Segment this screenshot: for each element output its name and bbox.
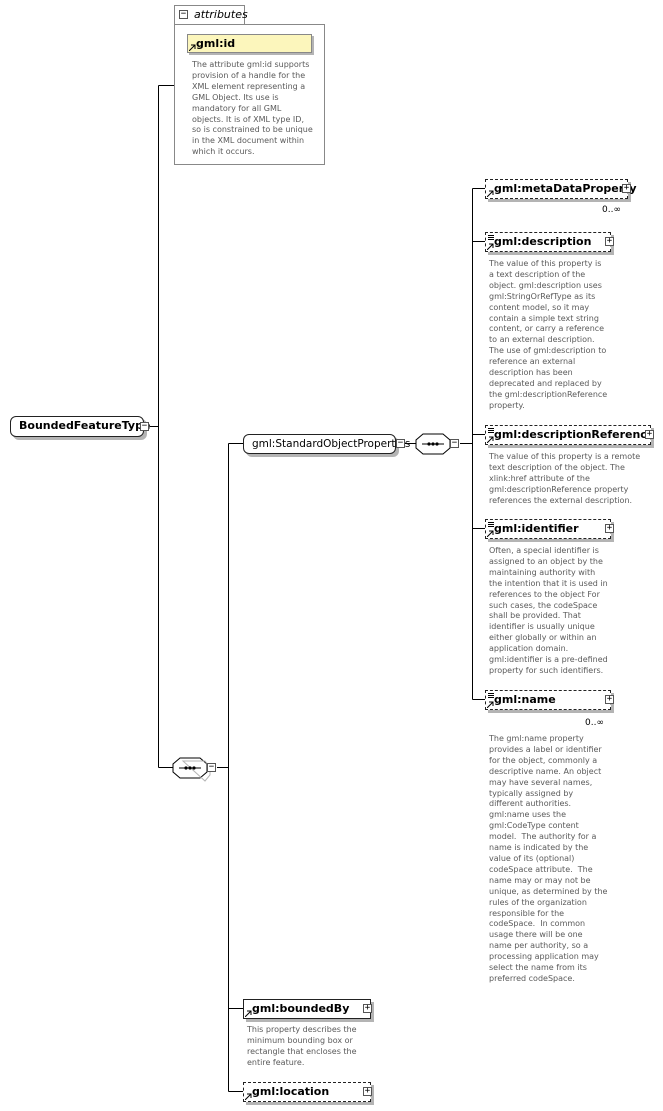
collapse-icon[interactable]: − bbox=[207, 762, 216, 772]
reference-arrow-icon bbox=[487, 436, 494, 443]
attribute-gml-id-label: gml:id bbox=[196, 37, 236, 50]
element-descriptionreference-label: gml:descriptionReference bbox=[494, 428, 655, 441]
element-description[interactable]: gml:description bbox=[485, 232, 611, 252]
documentation-icon bbox=[488, 428, 494, 433]
reference-arrow-icon bbox=[245, 1010, 252, 1017]
element-boundedby-doc: This property describes the minimum boun… bbox=[247, 1025, 357, 1067]
expand-icon[interactable]: + bbox=[605, 236, 614, 246]
element-name[interactable]: gml:name bbox=[485, 690, 611, 710]
element-metadataproperty[interactable]: gml:metaDataProperty bbox=[485, 179, 637, 199]
element-descriptionreference[interactable]: gml:descriptionReference bbox=[485, 425, 655, 445]
expand-icon[interactable]: + bbox=[605, 694, 614, 704]
collapse-icon[interactable]: − bbox=[140, 421, 149, 431]
element-identifier-label: gml:identifier bbox=[494, 522, 579, 535]
collapse-icon[interactable]: − bbox=[396, 438, 405, 448]
element-name-label: gml:name bbox=[494, 693, 556, 706]
reference-arrow-icon bbox=[487, 701, 494, 708]
element-boundedby[interactable]: gml:boundedBy bbox=[243, 999, 371, 1019]
attributes-tab: attributes bbox=[174, 5, 248, 25]
element-identifier-doc: Often, a special identifier is assigned … bbox=[489, 546, 608, 675]
element-descriptionreference-doc: The value of this property is a remote t… bbox=[489, 452, 641, 505]
standard-object-properties-label: gml:StandardObjectProperties bbox=[252, 438, 411, 450]
element-description-doc: The value of this property is a text des… bbox=[489, 259, 608, 410]
expand-icon[interactable]: + bbox=[363, 1086, 372, 1096]
documentation-icon bbox=[488, 693, 494, 698]
attribute-gml-id[interactable]: gml:id bbox=[187, 34, 312, 53]
attributes-title: attributes bbox=[194, 8, 248, 21]
sequence-compositor-inner bbox=[415, 433, 451, 455]
documentation-icon bbox=[488, 522, 494, 527]
sequence-compositor-outer bbox=[172, 757, 211, 782]
element-location-label: gml:location bbox=[252, 1085, 330, 1098]
documentation-icon bbox=[488, 235, 494, 240]
expand-icon[interactable]: + bbox=[363, 1003, 372, 1013]
reference-arrow-icon bbox=[189, 44, 196, 51]
element-location[interactable]: gml:location bbox=[243, 1082, 371, 1102]
reference-arrow-icon bbox=[245, 1093, 252, 1100]
name-occurrence: 0..∞ bbox=[585, 718, 604, 728]
expand-icon[interactable]: + bbox=[645, 429, 654, 439]
standard-object-properties-group[interactable]: gml:StandardObjectProperties bbox=[243, 434, 410, 454]
root-type-label: BoundedFeatureType bbox=[19, 419, 151, 432]
reference-arrow-icon bbox=[487, 243, 494, 250]
attribute-gml-id-doc: The attribute gml:id supports provision … bbox=[192, 60, 313, 157]
element-name-doc: The gml:name property provides a label o… bbox=[489, 734, 608, 983]
element-identifier[interactable]: gml:identifier bbox=[485, 519, 611, 539]
root-type-node[interactable]: BoundedFeatureType bbox=[10, 416, 150, 437]
metadataproperty-occurrence: 0..∞ bbox=[602, 205, 621, 215]
element-description-label: gml:description bbox=[494, 235, 592, 248]
reference-arrow-icon bbox=[487, 530, 494, 537]
element-boundedby-label: gml:boundedBy bbox=[252, 1002, 350, 1015]
expand-icon[interactable]: + bbox=[605, 523, 614, 533]
collapse-icon[interactable]: − bbox=[450, 438, 459, 448]
element-metadataproperty-label: gml:metaDataProperty bbox=[494, 182, 637, 195]
reference-arrow-icon bbox=[487, 190, 494, 197]
collapse-icon[interactable]: − bbox=[179, 9, 188, 19]
expand-icon[interactable]: + bbox=[622, 183, 631, 193]
